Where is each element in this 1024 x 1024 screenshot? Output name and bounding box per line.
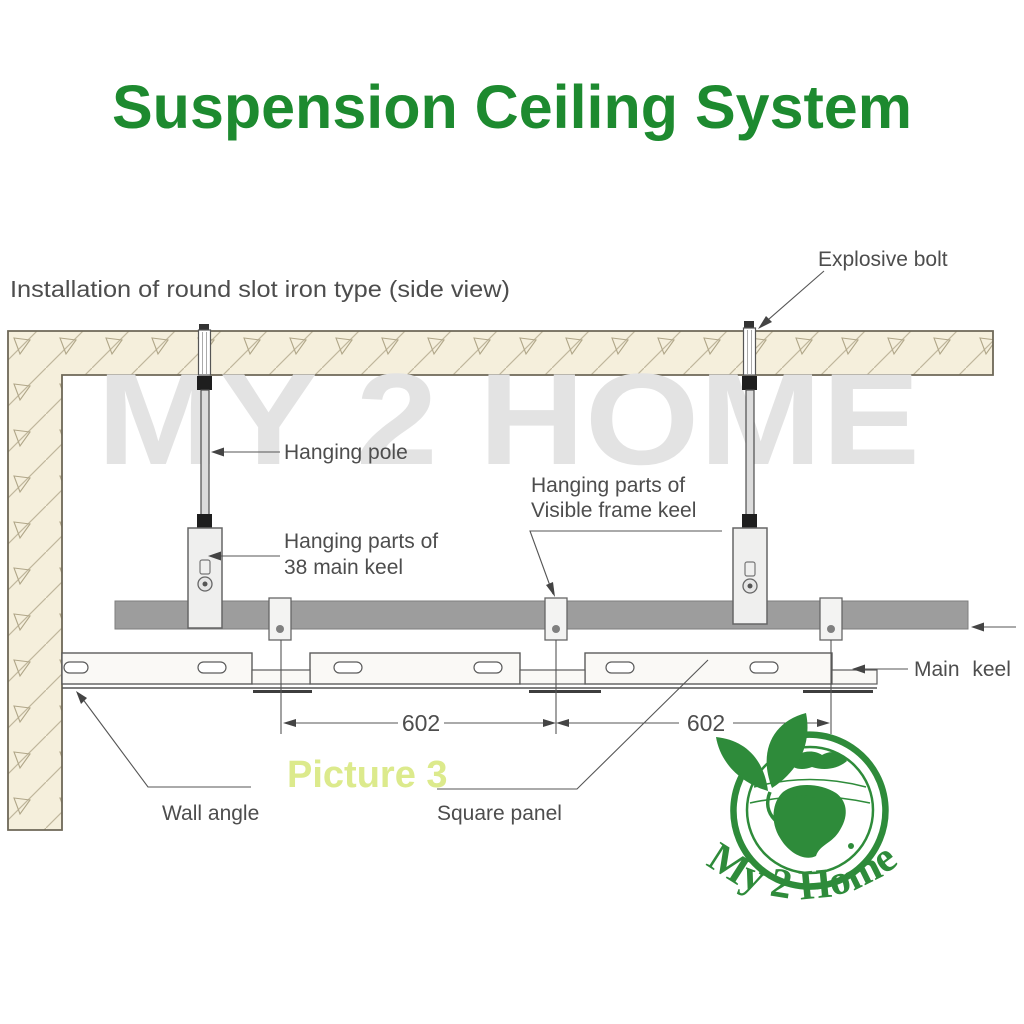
dimension-arrow (283, 719, 296, 727)
panel-joint-ledge (519, 669, 586, 685)
label-frame-keel-hanger-1: Hanging parts of (531, 474, 685, 497)
wall-structure (7, 330, 994, 831)
label-explosive-bolt: Explosive bolt (818, 248, 948, 271)
leader-explosive-bolt (760, 270, 825, 327)
callouts: Explosive bolt Hanging pole Hanging part… (76, 248, 1011, 825)
dimension-value-left: 602 (402, 710, 440, 736)
label-main-keel-hanger-2: 38 main keel (284, 556, 403, 579)
panel-slot (605, 661, 635, 674)
frame-keel-clip (819, 597, 843, 641)
label-main-keel: Main keel (914, 658, 1011, 681)
panel-slot (333, 661, 363, 674)
watermark-text: MY 2 HOME (97, 346, 920, 492)
pole-connector-top (197, 376, 212, 390)
panel-row (61, 652, 878, 693)
brand-logo: My 2 Home (700, 713, 905, 910)
panel-slot (749, 661, 779, 674)
logo-continent-africa (773, 784, 846, 858)
pole-connector-top (742, 376, 757, 390)
frame-keel-clip (268, 597, 292, 641)
hanging-assembly-right (732, 321, 768, 625)
anchor-bolt (742, 327, 757, 376)
logo-swoosh (730, 731, 889, 890)
dimension-arrow (556, 719, 569, 727)
hanging-assembly-left (187, 324, 223, 629)
label-frame-keel-hanger-2: Visible frame keel (531, 499, 696, 522)
panel-slot (197, 661, 227, 674)
dimension-value-right: 602 (687, 710, 725, 736)
logo-stem (765, 791, 777, 822)
picture-caption: Picture 3 (287, 754, 448, 796)
leader-square-panel (437, 659, 709, 790)
label-hanging-pole: Hanging pole (284, 441, 408, 464)
dimension-arrow (543, 719, 556, 727)
leader-frame-keel-hanger (529, 530, 722, 595)
leader-wall-angle (78, 693, 251, 788)
dimension-arrow (817, 719, 830, 727)
anchor-bolt (197, 329, 212, 376)
anchor-cap (744, 321, 754, 329)
frame-keel-clip (544, 597, 568, 641)
keel-end-arrow (971, 622, 1016, 632)
pole-rod (745, 389, 755, 516)
label-wall-angle: Wall angle (162, 802, 259, 825)
logo-leaf-icon (766, 713, 808, 788)
pole-connector-bottom (742, 514, 757, 528)
diagram-caption: Installation of round slot iron type (si… (10, 276, 510, 302)
label-main-keel-hanger-1: Hanging parts of (284, 530, 438, 553)
pole-rod (200, 389, 210, 516)
panel-slot (63, 661, 89, 674)
label-square-panel: Square panel (437, 802, 562, 825)
panel-slot (473, 661, 503, 674)
panel-joint-ledge (831, 669, 878, 685)
dimension-602-group: 602 602 (280, 640, 832, 736)
anchor-cap (199, 324, 209, 332)
page-title: Suspension Ceiling System (112, 73, 912, 141)
logo-leaf-icon (716, 737, 768, 791)
pole-connector-bottom (197, 514, 212, 528)
logo-continent-europe (788, 751, 847, 770)
